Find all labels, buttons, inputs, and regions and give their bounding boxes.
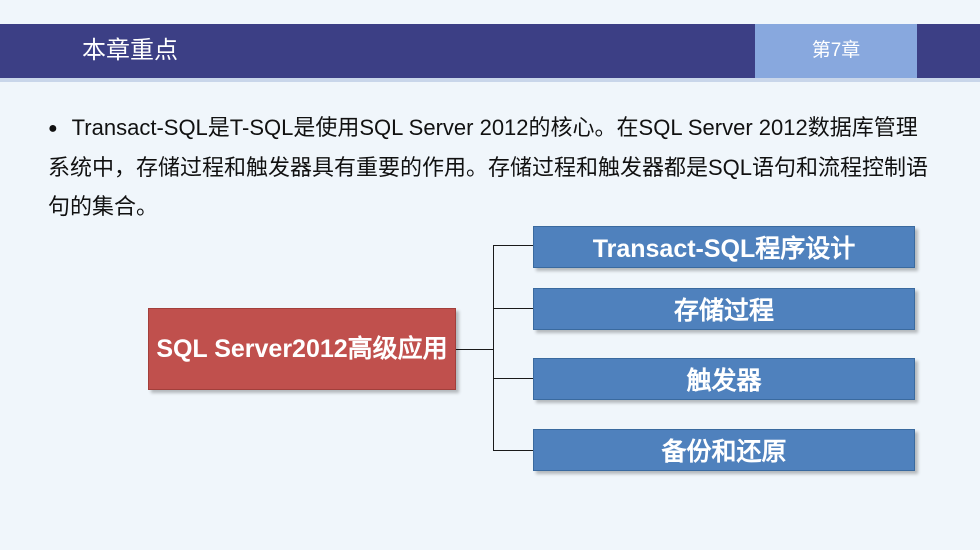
node-tsql-programming: Transact-SQL程序设计 [533,226,915,268]
connector-branch-3 [493,378,533,379]
chapter-badge: 第7章 [755,24,917,78]
intro-text: Transact-SQL是T-SQL是使用SQL Server 2012的核心。… [48,115,929,219]
node-stored-procedure: 存储过程 [533,288,915,330]
header-bar: 本章重点 第7章 [0,24,980,78]
root-node: SQL Server2012高级应用 [148,308,456,390]
connector-branch-4 [493,450,533,451]
bullet-icon: ● [48,120,58,137]
header-divider [0,78,980,82]
connector-branch-2 [493,308,533,309]
node-trigger: 触发器 [533,358,915,400]
intro-paragraph: ●Transact-SQL是T-SQL是使用SQL Server 2012的核心… [48,108,938,226]
connector-branch-1 [493,245,533,246]
page-title: 本章重点 [82,37,178,64]
connector-root-stem [454,349,494,350]
node-backup-restore: 备份和还原 [533,429,915,471]
connector-vertical-trunk [493,245,494,451]
